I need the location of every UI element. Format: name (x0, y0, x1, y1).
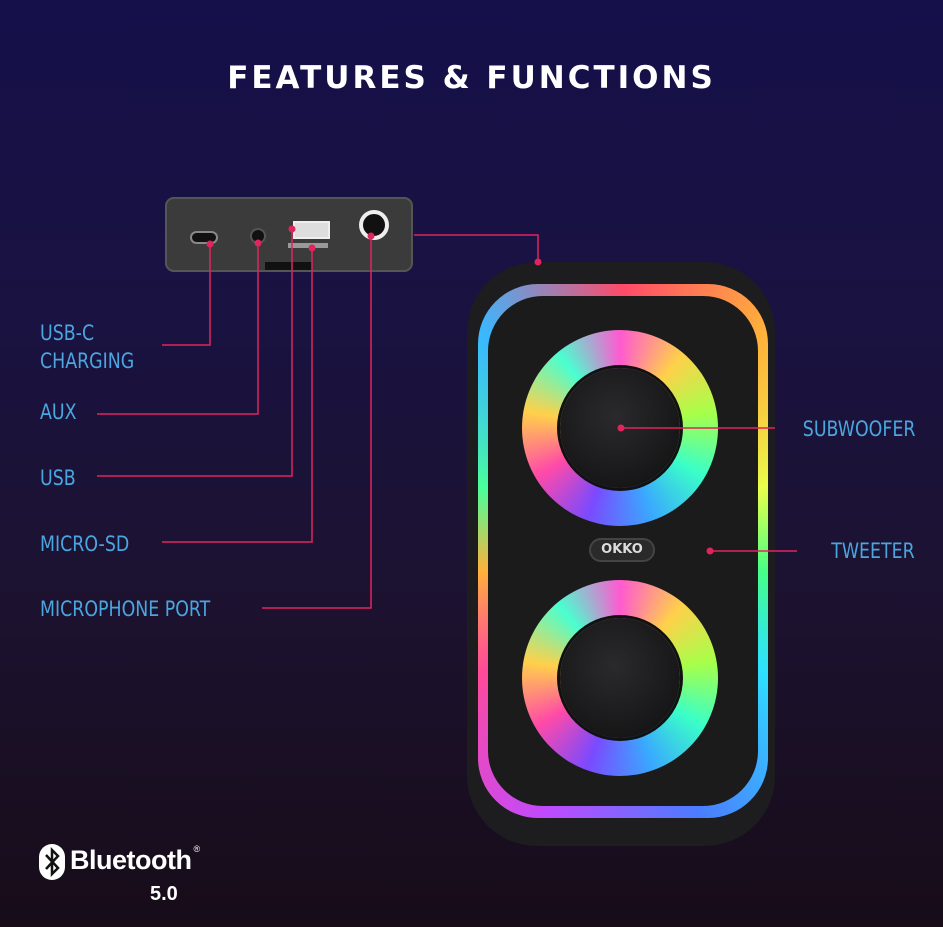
aux-port (252, 230, 264, 242)
tweeter-dot (706, 547, 714, 555)
label-usb: USB (40, 466, 76, 490)
microsd-leader (162, 248, 313, 543)
panel-leader (414, 234, 539, 262)
subwoofer-dot (617, 424, 625, 432)
page-title: FEATURES & FUNCTIONS (227, 60, 716, 96)
bluetooth-version: 5.0 (150, 883, 178, 905)
label-usbc-line2: CHARGING (40, 349, 135, 373)
usb-leader (97, 229, 293, 477)
aux-dot (254, 239, 262, 247)
aux-leader (97, 243, 259, 415)
micro-sd-slot (288, 243, 328, 248)
usbc-dot (206, 240, 214, 248)
microsd-dot (308, 244, 316, 252)
label-usbc-line1: USB-C (40, 321, 95, 345)
speaker-logo: OKKO (589, 538, 655, 562)
usbc-leader (162, 244, 211, 346)
panel-tab (265, 262, 312, 270)
label-microphone-port: MICROPHONE PORT (40, 597, 211, 621)
usb-c-port (192, 233, 216, 242)
microphone-dot (367, 232, 375, 240)
label-subwoofer: SUBWOOFER (802, 417, 915, 441)
bluetooth-logo: Bluetooth ® 5.0 (39, 842, 201, 905)
label-tweeter: TWEETER (831, 539, 915, 563)
panel-dot (534, 258, 542, 266)
usb-dot (288, 225, 296, 233)
registered-mark: ® (193, 844, 201, 854)
label-micro-sd: MICRO-SD (40, 532, 130, 556)
label-aux: AUX (40, 400, 77, 424)
bluetooth-icon (39, 844, 65, 880)
microphone-leader (262, 236, 372, 609)
lower-subwoofer-ring (522, 580, 718, 776)
bluetooth-word: Bluetooth (70, 845, 192, 875)
